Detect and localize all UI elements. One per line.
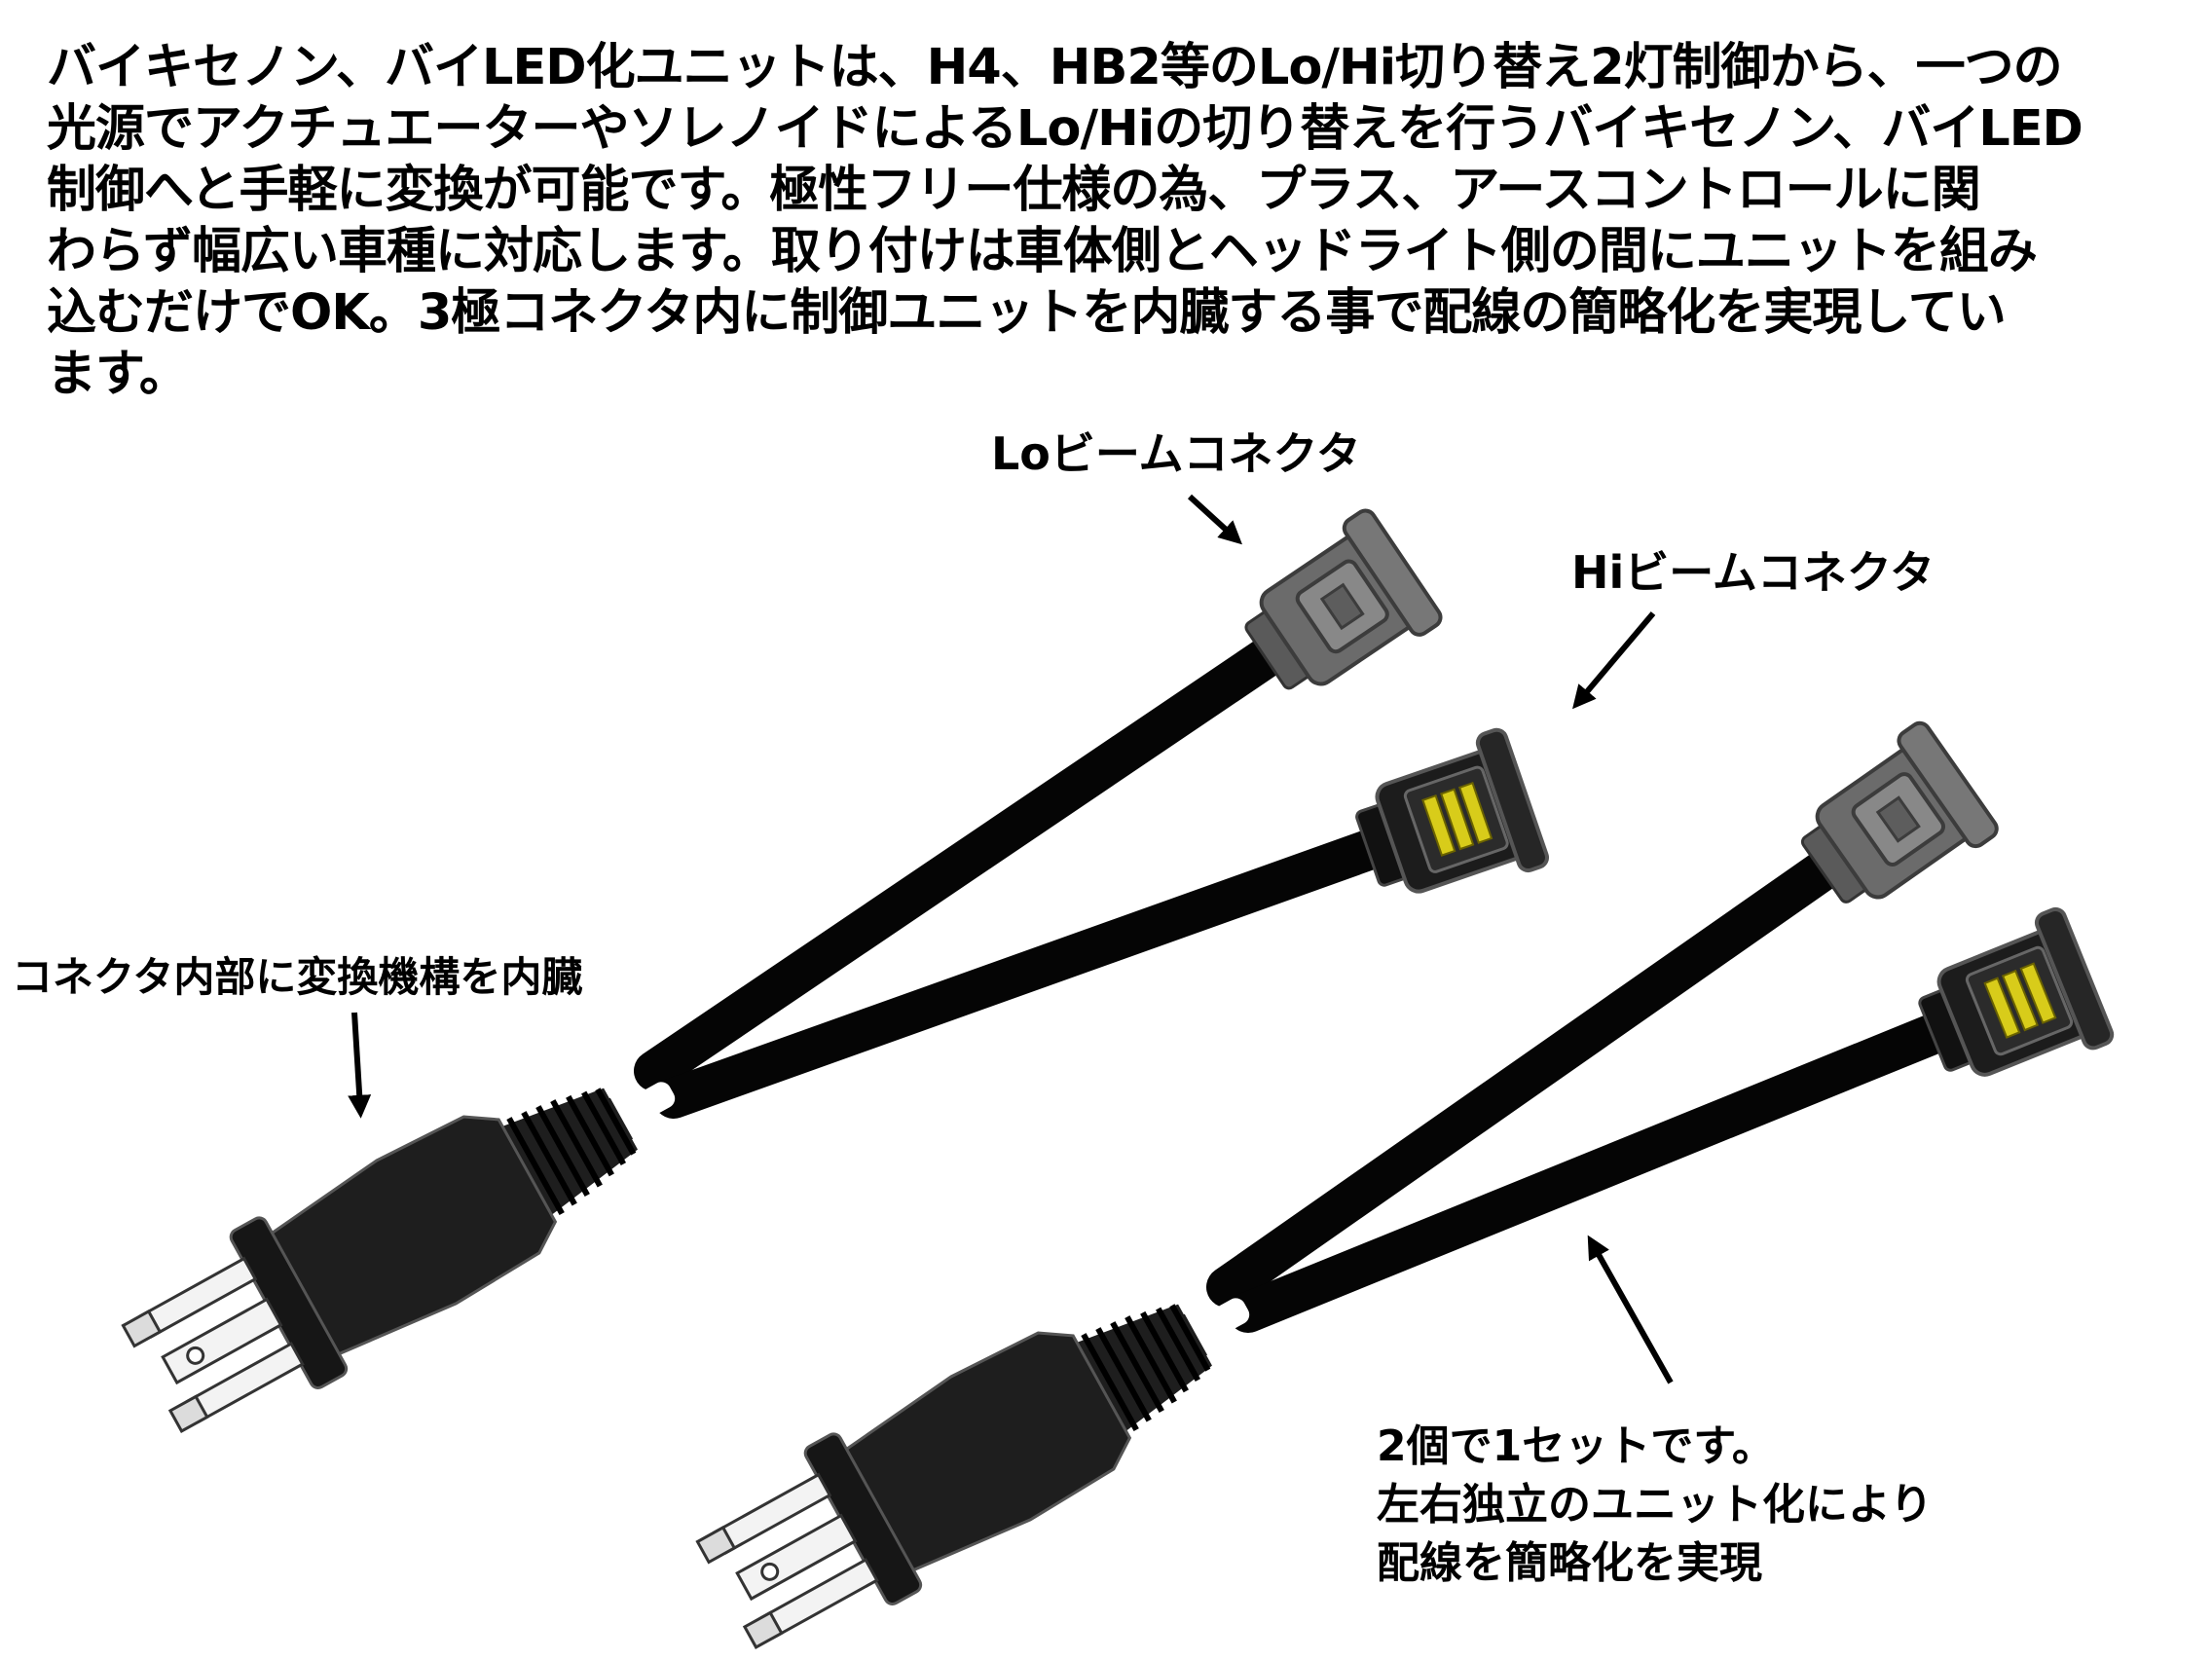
description-line: 込むだけでOK。3極コネクタ内に制御ユニットを内臓する事で配線の簡略化を実現して… xyxy=(47,284,2007,342)
hi-beam-connector xyxy=(1903,904,2118,1105)
harness-set-1 xyxy=(109,504,1552,1457)
note-line: 左右独立のユニット化により xyxy=(1377,1480,1934,1530)
set-note: 2個で1セットです。 左右独立のユニット化により 配線を簡略化を実現 xyxy=(1377,1418,1933,1593)
lo-cable xyxy=(1206,832,1868,1308)
lo-cable xyxy=(634,620,1311,1091)
description-line: 制御へと手軽に変換が可能です。極性フリー仕様の為、プラス、アースコントロールに関 xyxy=(47,162,1981,219)
description-text: バイキセノン、バイLED化ユニットは、H4、HB2等のLo/Hi切り替え2灯制御… xyxy=(47,37,2169,405)
h4-plug-with-unit xyxy=(109,1013,716,1457)
internal-unit-label: コネクタ内部に変換機構を内臓 xyxy=(12,953,583,1001)
hi-cable xyxy=(1228,1008,1968,1333)
arrow-hi-connector xyxy=(1572,611,1656,710)
harness-set-2 xyxy=(683,717,2118,1660)
lo-beam-connector-label: Loビームコネクタ xyxy=(991,427,1361,480)
arrow-lo-connector xyxy=(1187,494,1242,545)
hi-cable xyxy=(653,823,1408,1119)
hi-beam-connector-label: Hiビームコネクタ xyxy=(1571,546,1936,599)
h4-plug-with-unit xyxy=(683,1229,1290,1660)
hi-beam-connector xyxy=(1342,725,1552,920)
arrow-internal-unit xyxy=(348,1012,372,1119)
description-line: バイキセノン、バイLED化ユニットは、H4、HB2等のLo/Hi切り替え2灯制御… xyxy=(47,39,2063,96)
arrow-set-note xyxy=(1587,1235,1674,1384)
description-line: ます。 xyxy=(47,346,189,403)
note-line: 2個で1セットです。 xyxy=(1377,1421,1775,1471)
note-line: 配線を簡略化を実現 xyxy=(1377,1538,1762,1588)
description-line: わらず幅広い車種に対応します。取り付けは車体側とヘッドライト側の間にユニットを組… xyxy=(47,223,2038,280)
description-line: 光源でアクチュエーターやソレノイドによるLo/Hiの切り替えを行うバイキセノン、… xyxy=(47,100,2083,158)
